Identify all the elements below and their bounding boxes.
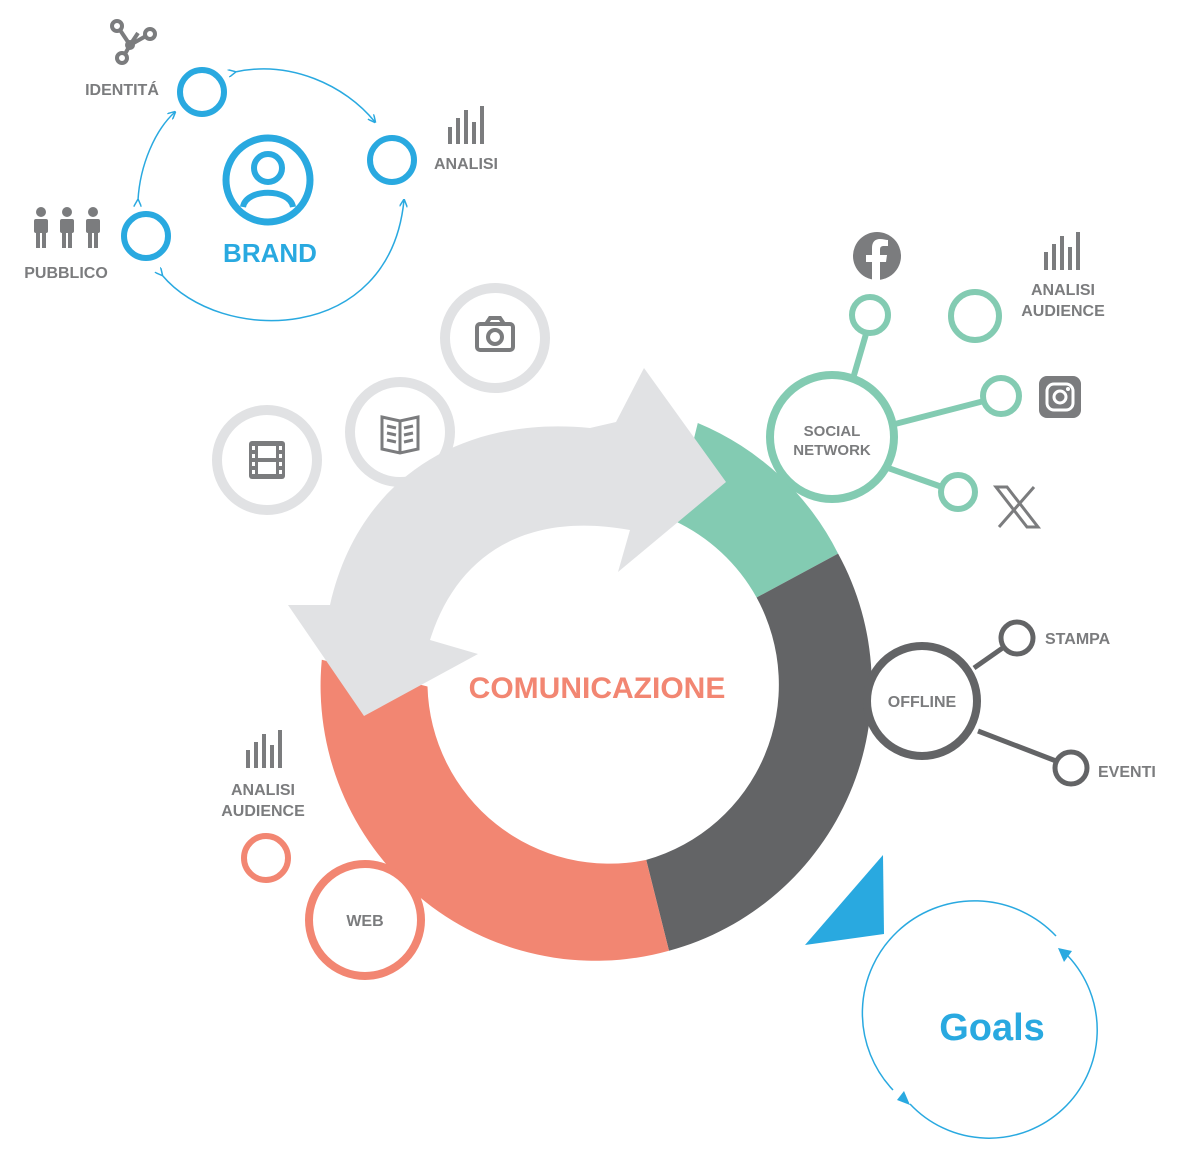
- social-network-node[interactable]: [766, 371, 898, 503]
- web-title: WEB: [346, 913, 383, 930]
- stampa-label: STAMPA: [1045, 631, 1111, 648]
- goals-arc-upper: [861, 900, 1057, 1091]
- camera-bubble[interactable]: [440, 283, 550, 393]
- bar-chart-icon: [1044, 232, 1080, 270]
- goals-cluster: Goals: [805, 855, 1098, 1139]
- content-icons: [212, 283, 550, 515]
- goals-title: Goals: [939, 1007, 1045, 1049]
- film-icon: [249, 441, 285, 479]
- center-title: COMUNICAZIONE: [469, 672, 726, 705]
- eventi-label: EVENTI: [1098, 764, 1156, 781]
- brand-arc-identita-analisi: [235, 68, 375, 122]
- eventi-node[interactable]: [1052, 749, 1090, 787]
- web-analisi-node[interactable]: [241, 833, 291, 883]
- bar-chart-icon: [448, 106, 484, 144]
- identita-node[interactable]: [177, 67, 227, 117]
- social-analisi-node[interactable]: [948, 289, 1002, 343]
- social-title-line2: NETWORK: [793, 442, 871, 459]
- brand-arc-pubblico-identita: [138, 112, 175, 200]
- network-nodes-icon: [110, 19, 157, 65]
- offline-title: OFFLINE: [888, 694, 957, 711]
- web-analisi-line2: AUDIENCE: [221, 803, 305, 820]
- pubblico-label: PUBBLICO: [24, 265, 108, 282]
- cycle-arrow: [288, 368, 726, 716]
- brand-arc-pubblico-analisi: [162, 200, 404, 322]
- analisi-label: ANALISI: [434, 156, 498, 173]
- social-cluster: SOCIAL NETWORK A: [766, 232, 1105, 529]
- bar-chart-icon: [246, 730, 282, 768]
- social-analisi-line1: ANALISI: [1031, 282, 1095, 299]
- newspaper-icon: [380, 415, 420, 455]
- goals-arrowhead-top: [1058, 948, 1072, 962]
- brand-title: BRAND: [223, 238, 317, 268]
- web-cluster: ANALISI AUDIENCE WEB: [221, 730, 425, 980]
- stampa-node[interactable]: [998, 619, 1036, 657]
- pubblico-node[interactable]: [121, 211, 171, 261]
- camera-icon: [475, 316, 515, 352]
- instagram-node[interactable]: [980, 375, 1022, 417]
- brand-cluster: BRAND IDENTITÁ ANALISI: [24, 19, 498, 322]
- x-node[interactable]: [938, 472, 978, 512]
- instagram-icon: [1039, 376, 1081, 418]
- web-node[interactable]: [305, 860, 425, 980]
- offline-node[interactable]: [863, 642, 981, 760]
- identita-label: IDENTITÁ: [85, 80, 159, 99]
- facebook-node[interactable]: [849, 294, 891, 336]
- user-icon: [222, 134, 314, 226]
- goals-arrowhead-bottom: [897, 1091, 910, 1105]
- ring-segment-social[interactable]: [673, 423, 839, 598]
- web-analisi-line1: ANALISI: [231, 782, 295, 799]
- goals-arc-lower: [909, 955, 1098, 1139]
- offline-cluster: OFFLINE STAMPA EVENTI: [863, 619, 1156, 787]
- x-icon: [992, 485, 1042, 529]
- social-analisi-line2: AUDIENCE: [1021, 303, 1105, 320]
- analisi-node[interactable]: [367, 135, 417, 185]
- goals-pointer-triangle: [805, 855, 884, 945]
- social-title-line1: SOCIAL: [804, 423, 861, 440]
- facebook-icon: [853, 232, 901, 280]
- ring-segment-offline[interactable]: [646, 553, 872, 951]
- people-group-icon: [34, 207, 100, 248]
